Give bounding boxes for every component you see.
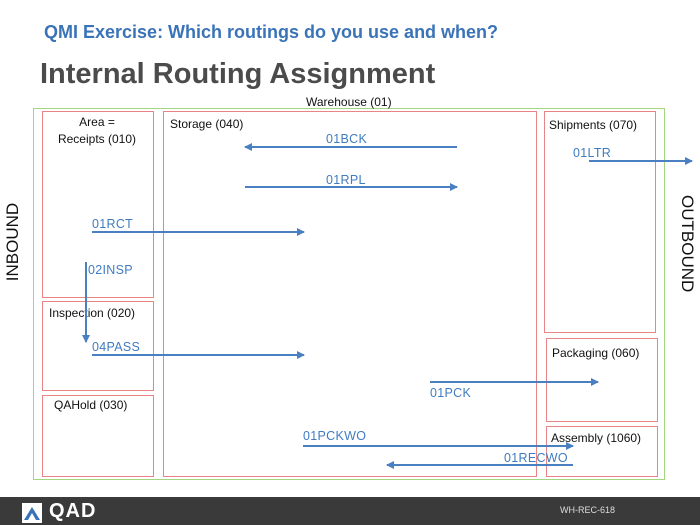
route-recwo-label: 01RECWO [504,451,568,465]
qa-hold-area-label: QAHold (030) [54,398,128,412]
page-subtitle: QMI Exercise: Which routings do you use … [44,22,499,42]
receipts-area-label: Area = Receipts (010) [57,115,137,146]
route-pass-label: 04PASS [92,340,141,354]
route-pckwo-label: 01PCKWO [303,429,367,443]
storage-area [163,111,537,477]
route-rpl-label: 01RPL [326,173,366,187]
route-ltr-label: 01LTR [573,146,612,160]
warehouse-box [33,108,665,480]
inspection-area-label: Inspection (020) [49,306,136,320]
shipments-area [544,111,656,333]
footer-brand: QAD [49,500,97,522]
inspection-area [42,301,154,391]
receipts-area [42,111,154,298]
assembly-area-label: Assembly (1060) [551,431,642,445]
warehouse-label: Warehouse (01) [306,95,392,109]
shipments-area-label: Shipments (070) [549,118,638,132]
assembly-area [546,426,658,477]
route-rct-label: 01RCT [92,217,134,231]
route-pck-label: 01PCK [430,386,472,400]
page-title: Internal Routing Assignment [40,58,436,90]
storage-area-label: Storage (040) [170,117,244,131]
qad-logo-icon [22,503,42,523]
packaging-area [546,338,658,422]
route-bck-label: 01BCK [326,132,368,146]
footer-code: WH-REC-618 [560,505,616,515]
packaging-area-label: Packaging (060) [552,346,640,360]
qa-hold-area [42,395,154,477]
footer-bar [0,497,700,525]
route-insp-label: 02INSP [88,263,133,277]
